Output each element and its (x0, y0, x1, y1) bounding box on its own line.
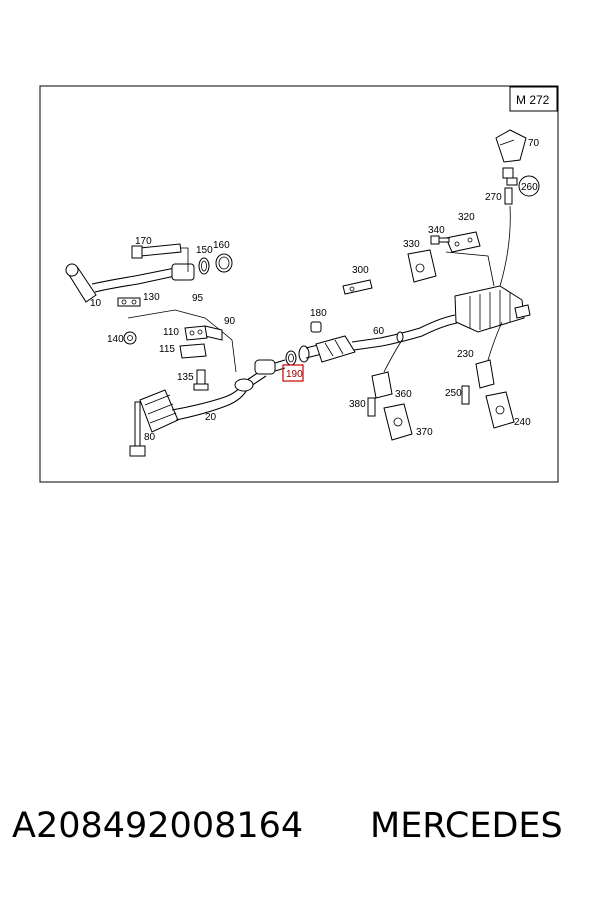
part-370-rubber-hanger (383, 403, 413, 441)
part-230-bracket (475, 359, 495, 389)
label-320: 320 (458, 212, 475, 223)
part-160-clamp (215, 253, 233, 273)
part-360-bracket (371, 371, 393, 399)
label-330: 330 (403, 239, 420, 250)
highlight-190-box (282, 364, 304, 382)
label-240: 240 (514, 417, 531, 428)
part-20-cat-pipe (139, 359, 286, 433)
label-250: 250 (445, 388, 462, 399)
leader-230 (487, 321, 503, 361)
label-170: 170 (135, 236, 152, 247)
label-230: 230 (457, 349, 474, 360)
part-130-bracket (117, 297, 141, 307)
part-70-tailpipe-tip (495, 129, 527, 163)
label-10: 10 (90, 298, 102, 309)
part-60-center-pipe (305, 314, 458, 363)
part-rear-silencer (454, 285, 531, 333)
part-180-ring (310, 321, 322, 333)
leader-320 (445, 251, 495, 287)
part-340-bolt (430, 235, 450, 245)
label-60: 60 (373, 326, 385, 337)
label-150: 150 (196, 245, 213, 256)
label-140: 140 (107, 334, 124, 345)
part-240-rubber-hanger (485, 391, 515, 429)
leader-360 (383, 339, 403, 373)
part-320-bracket (445, 231, 481, 253)
label-360: 360 (395, 389, 412, 400)
frame-tag-text: M 272 (516, 93, 550, 107)
label-80: 80 (144, 432, 156, 443)
part-170-bolt (131, 243, 182, 259)
part-115-rubber-mount (179, 343, 207, 359)
part-190-clamp (285, 350, 297, 366)
part-110-bracket (184, 325, 208, 341)
label-20: 20 (205, 412, 217, 423)
part-300-sensor (342, 279, 373, 295)
label-300: 300 (352, 265, 369, 276)
label-95: 95 (192, 293, 204, 304)
label-180: 180 (310, 308, 327, 319)
leader-270 (499, 205, 511, 287)
label-135: 135 (177, 372, 194, 383)
label-260: 260 (521, 182, 538, 193)
part-250-bolt (461, 385, 470, 405)
label-130: 130 (143, 292, 160, 303)
part-270-bolt (504, 187, 513, 205)
label-70: 70 (528, 138, 540, 149)
part-260-clip (502, 167, 518, 186)
label-160: 160 (213, 240, 230, 251)
part-80-bolt (129, 401, 146, 457)
label-90: 90 (224, 316, 236, 327)
part-135-bolt (193, 369, 209, 391)
label-380: 380 (349, 399, 366, 410)
part-10-front-pipe (65, 263, 195, 303)
part-90-support-line (127, 309, 237, 373)
label-115: 115 (159, 344, 175, 355)
part-150-gasket (198, 257, 210, 275)
callout-260 (518, 175, 540, 197)
part-140-nut (123, 331, 137, 345)
label-340: 340 (428, 225, 445, 236)
label-190: 190 (286, 369, 303, 380)
label-270: 270 (485, 192, 502, 203)
brand-name: MERCEDES (370, 806, 563, 846)
part-number: A208492008164 (12, 806, 304, 846)
part-330-rubber-hanger (407, 249, 437, 283)
part-380-bolt (367, 397, 376, 417)
label-370: 370 (416, 427, 433, 438)
footer: A208492008164 MERCEDES (0, 800, 600, 860)
diagram-frame (39, 85, 559, 483)
frame-tag: M 272 (509, 86, 558, 112)
label-110: 110 (163, 327, 179, 338)
